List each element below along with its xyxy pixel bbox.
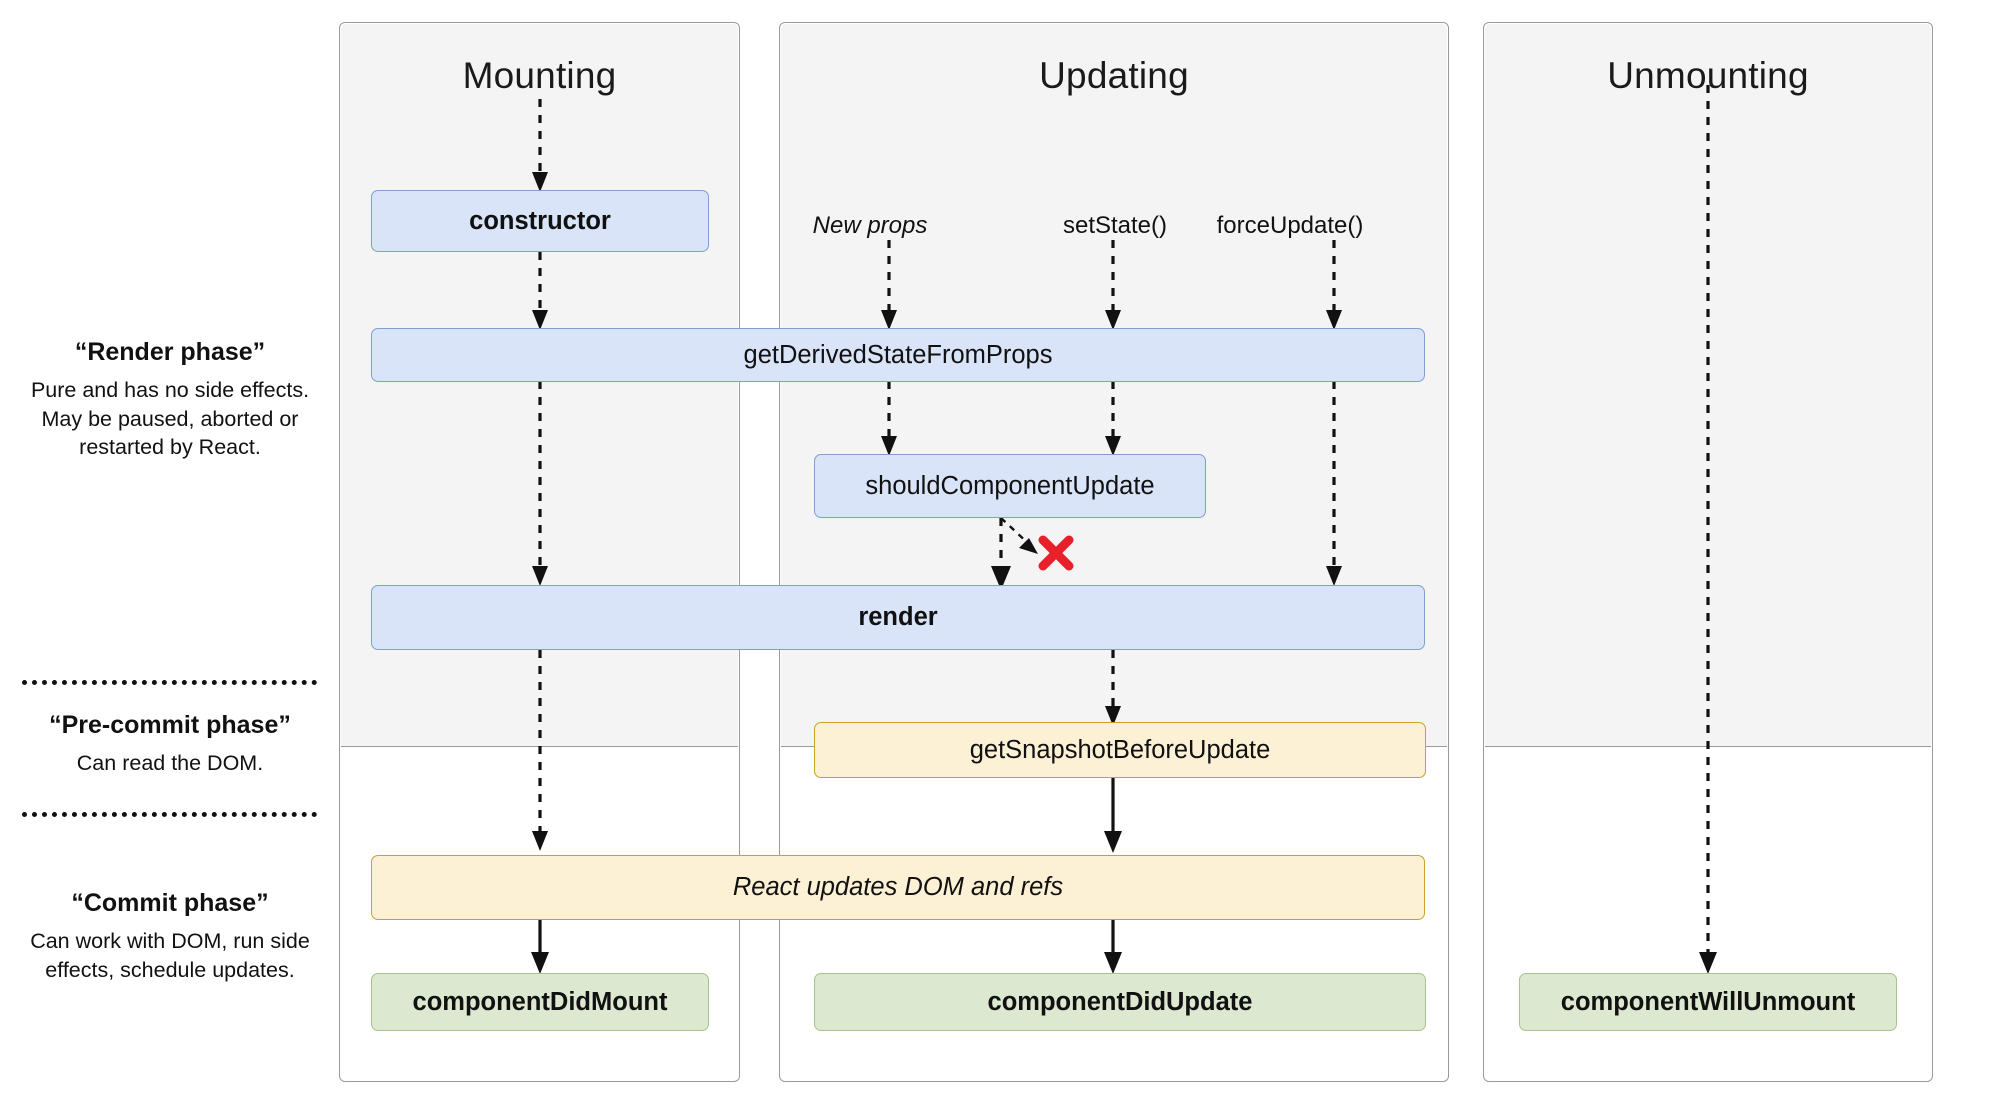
node-component-did-mount[interactable]: componentDidMount	[371, 973, 709, 1031]
node-constructor[interactable]: constructor	[371, 190, 709, 252]
phase-description-commit: Can work with DOM, run side effects, sch…	[30, 929, 310, 982]
trigger-set-state: setState()	[1062, 212, 1168, 239]
column-title-updating: Updating	[1039, 55, 1189, 96]
node-get-derived-state-from-props[interactable]: getDerivedStateFromProps	[371, 328, 1425, 382]
phase-description-pre-commit: Can read the DOM.	[76, 751, 264, 776]
trigger-force-update: forceUpdate()	[1216, 212, 1364, 239]
node-react-updates-dom-and-refs[interactable]: React updates DOM and refs	[371, 855, 1425, 920]
column-title-mounting: Mounting	[462, 55, 617, 96]
phase-title-render: “Render phase”	[74, 338, 266, 366]
node-component-will-unmount[interactable]: componentWillUnmount	[1519, 973, 1897, 1031]
phase-divider-bottom	[22, 812, 317, 817]
phase-caption-pre-commit: “Pre-commit phase” Can read the DOM.	[20, 710, 320, 778]
node-get-snapshot-before-update[interactable]: getSnapshotBeforeUpdate	[814, 722, 1426, 778]
phase-caption-render: “Render phase” Pure and has no side effe…	[20, 337, 320, 462]
skip-render-x-icon	[1038, 535, 1074, 571]
node-render[interactable]: render	[371, 585, 1425, 650]
phase-caption-commit: “Commit phase” Can work with DOM, run si…	[20, 888, 320, 984]
node-component-did-update[interactable]: componentDidUpdate	[814, 973, 1426, 1031]
phase-title-commit: “Commit phase”	[71, 889, 269, 917]
phase-description-render: Pure and has no side effects. May be pau…	[30, 378, 310, 460]
node-should-component-update[interactable]: shouldComponentUpdate	[814, 454, 1206, 518]
phase-divider-top	[22, 680, 317, 685]
trigger-new-props: New props	[812, 212, 928, 239]
phase-title-pre-commit: “Pre-commit phase”	[49, 711, 291, 739]
